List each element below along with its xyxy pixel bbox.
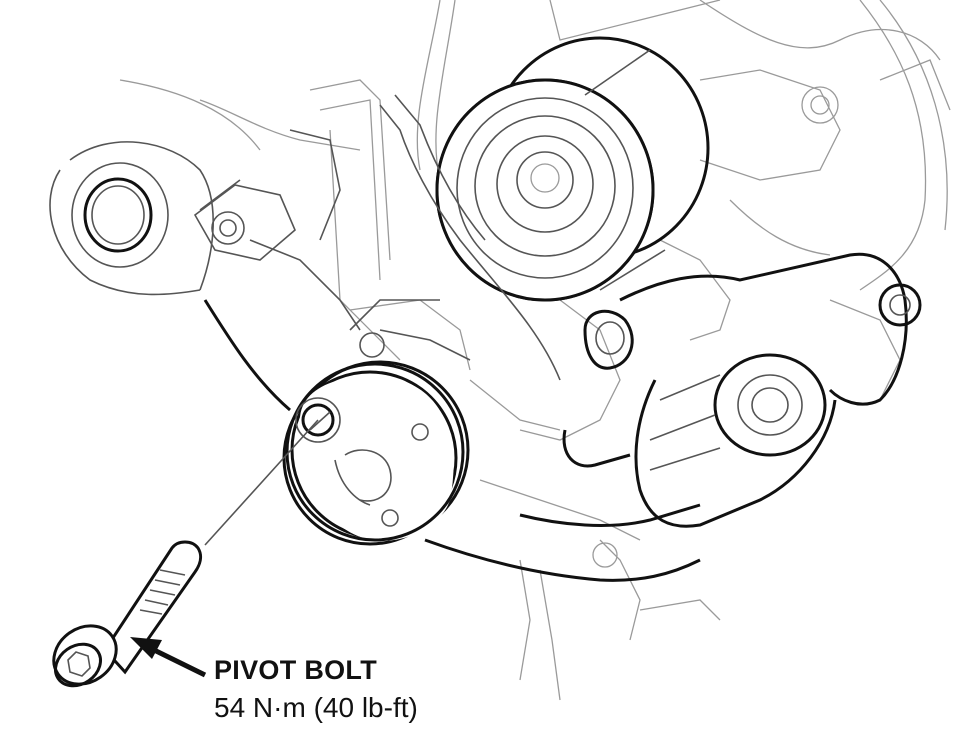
pivot-plate xyxy=(282,360,470,546)
bracket-lower-edge xyxy=(424,538,701,582)
belt-guide xyxy=(379,104,561,381)
mounting-bracket-icon xyxy=(49,129,471,361)
bolt-axis-line xyxy=(204,419,319,546)
part-name-label: PIVOT BOLT xyxy=(214,655,377,685)
bracket-edge xyxy=(203,299,291,412)
idler-pulley-icon xyxy=(435,36,710,302)
torque-spec-label: 54 N·m (40 lb-ft) xyxy=(214,692,418,723)
engine-block-outline xyxy=(119,0,951,701)
leader-arrow-icon xyxy=(130,637,207,678)
socket-head-bolt-icon xyxy=(52,540,203,688)
tensioner-cylinder xyxy=(519,252,922,528)
